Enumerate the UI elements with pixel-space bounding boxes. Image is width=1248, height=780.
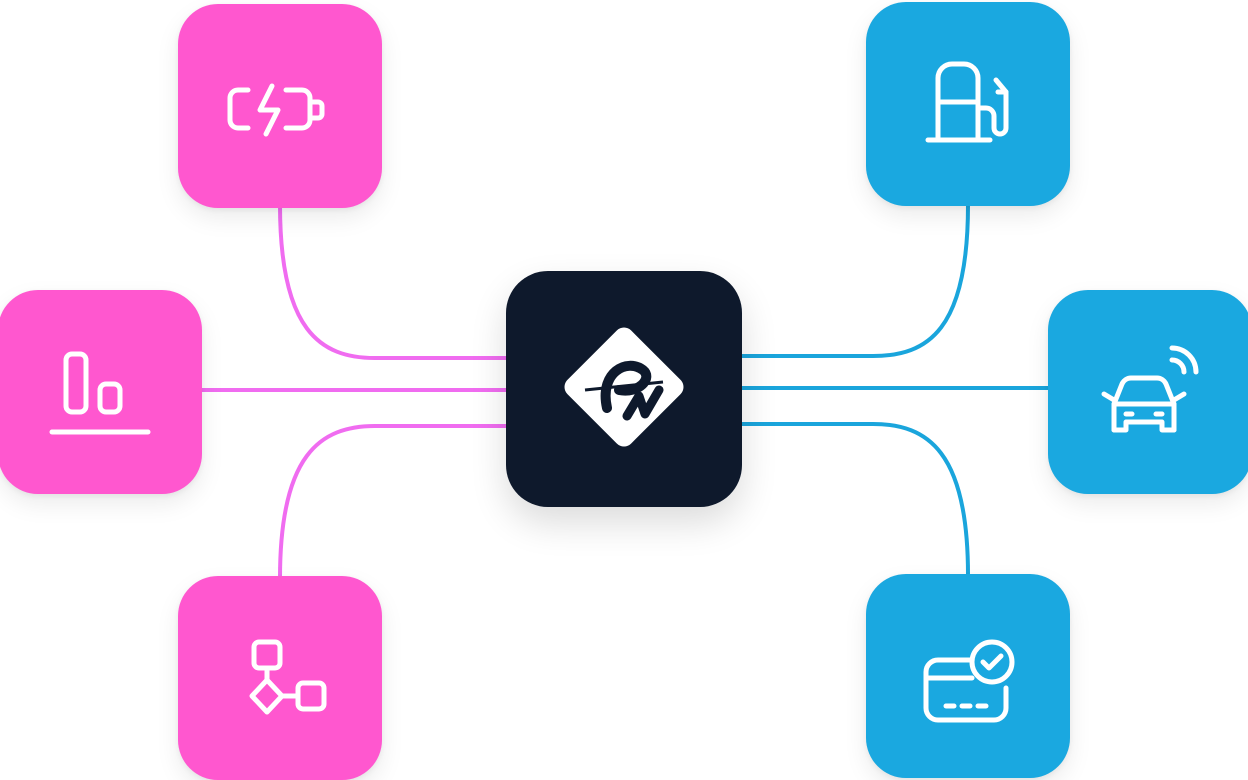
payment-node[interactable] [866,574,1070,778]
bar-chart-icon [40,332,160,452]
hub-node[interactable] [506,271,742,507]
connected-car-icon [1090,332,1210,452]
connector-battery [278,204,506,360]
vehicle-node[interactable] [1048,290,1248,494]
payment-card-check-icon [908,616,1028,736]
battery-node[interactable] [178,4,382,208]
connector-workflow [278,424,506,579]
fuel-node[interactable] [866,2,1070,206]
workflow-icon [220,618,340,738]
battery-charging-icon [220,46,340,166]
workflow-node[interactable] [178,576,382,780]
analytics-node[interactable] [0,290,202,494]
fuel-pump-icon [908,44,1028,164]
connector-payment [742,422,970,576]
connector-fuel [742,204,970,358]
em-logo-icon [549,312,699,467]
